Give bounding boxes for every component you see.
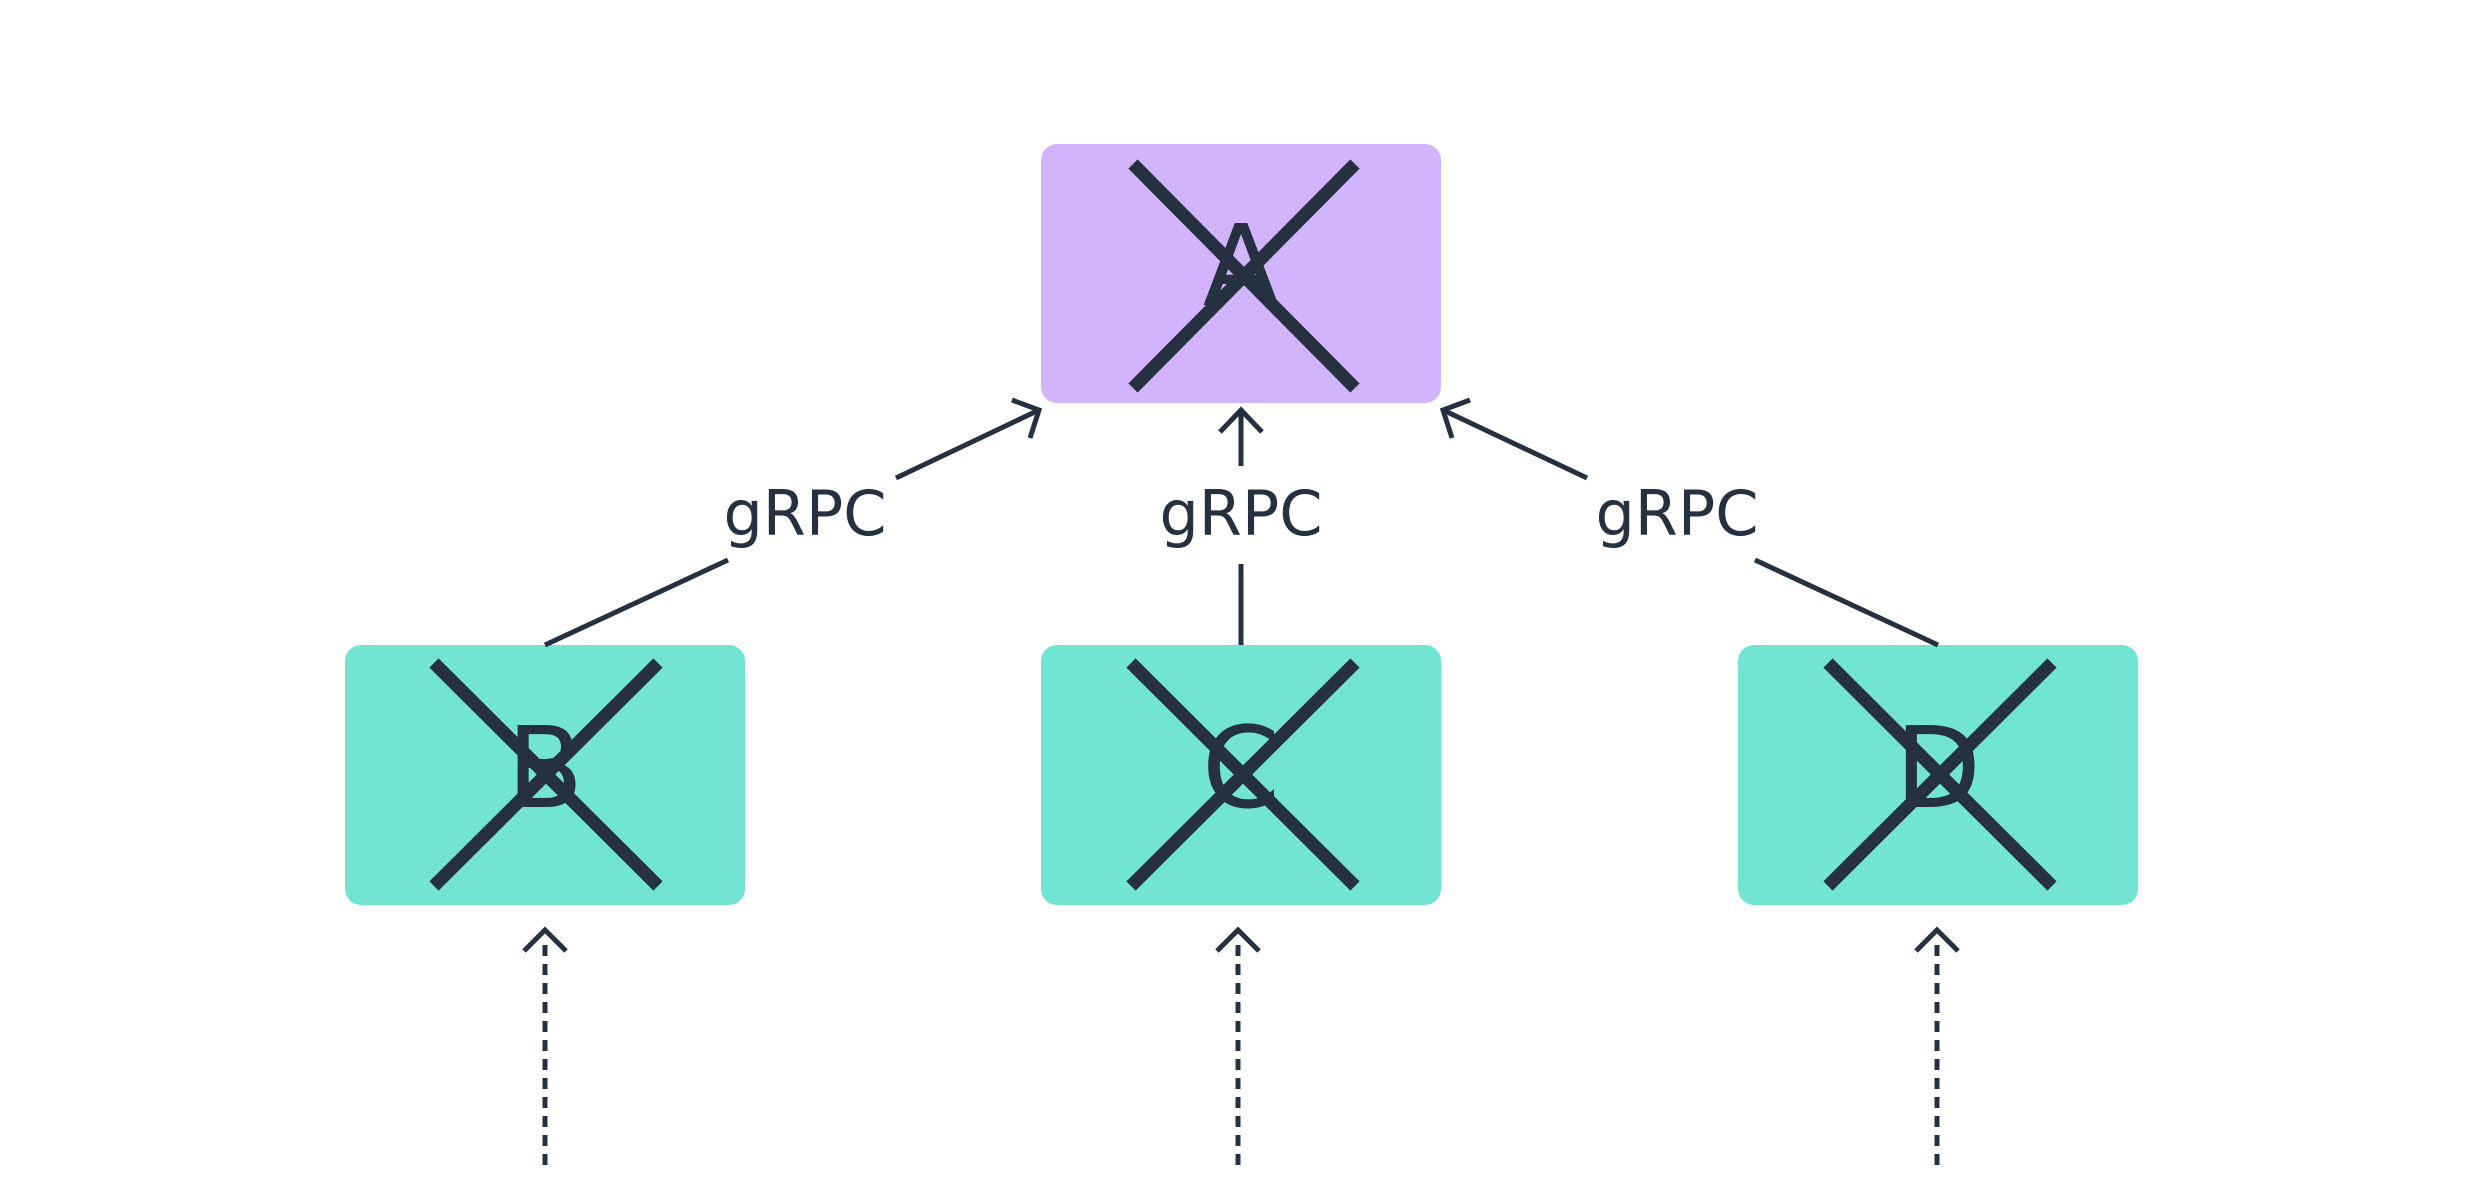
edge-b-to-a: [543, 397, 1043, 648]
incoming-arrow-c: [1215, 926, 1261, 1165]
node-a[interactable]: A: [1041, 144, 1441, 403]
x-cross-icon: [1823, 658, 2057, 891]
arrowhead-icon: [1215, 926, 1261, 953]
arrowhead-icon: [1218, 406, 1264, 434]
arrowhead-icon: [1439, 397, 1471, 439]
incoming-arrow-d: [1914, 926, 1960, 1165]
x-cross-icon: [429, 658, 663, 891]
node-b[interactable]: B: [345, 645, 745, 905]
edge-d-to-a-lower-segment: [1753, 557, 1940, 648]
arrowhead-icon: [1011, 397, 1043, 439]
edge-d-to-a-label: gRPC: [1595, 477, 1758, 550]
x-cross-icon: [1128, 159, 1360, 393]
edge-d-to-a-upper-segment: [1441, 407, 1589, 481]
x-cross-icon: [1126, 658, 1360, 891]
edge-b-to-a-lower-segment: [543, 557, 730, 648]
edge-c-to-a-label: gRPC: [1159, 477, 1322, 550]
edge-b-to-a-upper-segment: [894, 407, 1041, 481]
arrowhead-icon: [1914, 926, 1960, 953]
node-c[interactable]: C: [1041, 645, 1441, 905]
edge-b-to-a-label: gRPC: [723, 477, 886, 550]
arrowhead-icon: [522, 926, 568, 953]
edge-d-to-a: [1439, 397, 1940, 648]
edge-c-to-a: [1218, 406, 1264, 645]
incoming-arrow-b: [522, 926, 568, 1165]
node-d[interactable]: D: [1738, 645, 2138, 905]
